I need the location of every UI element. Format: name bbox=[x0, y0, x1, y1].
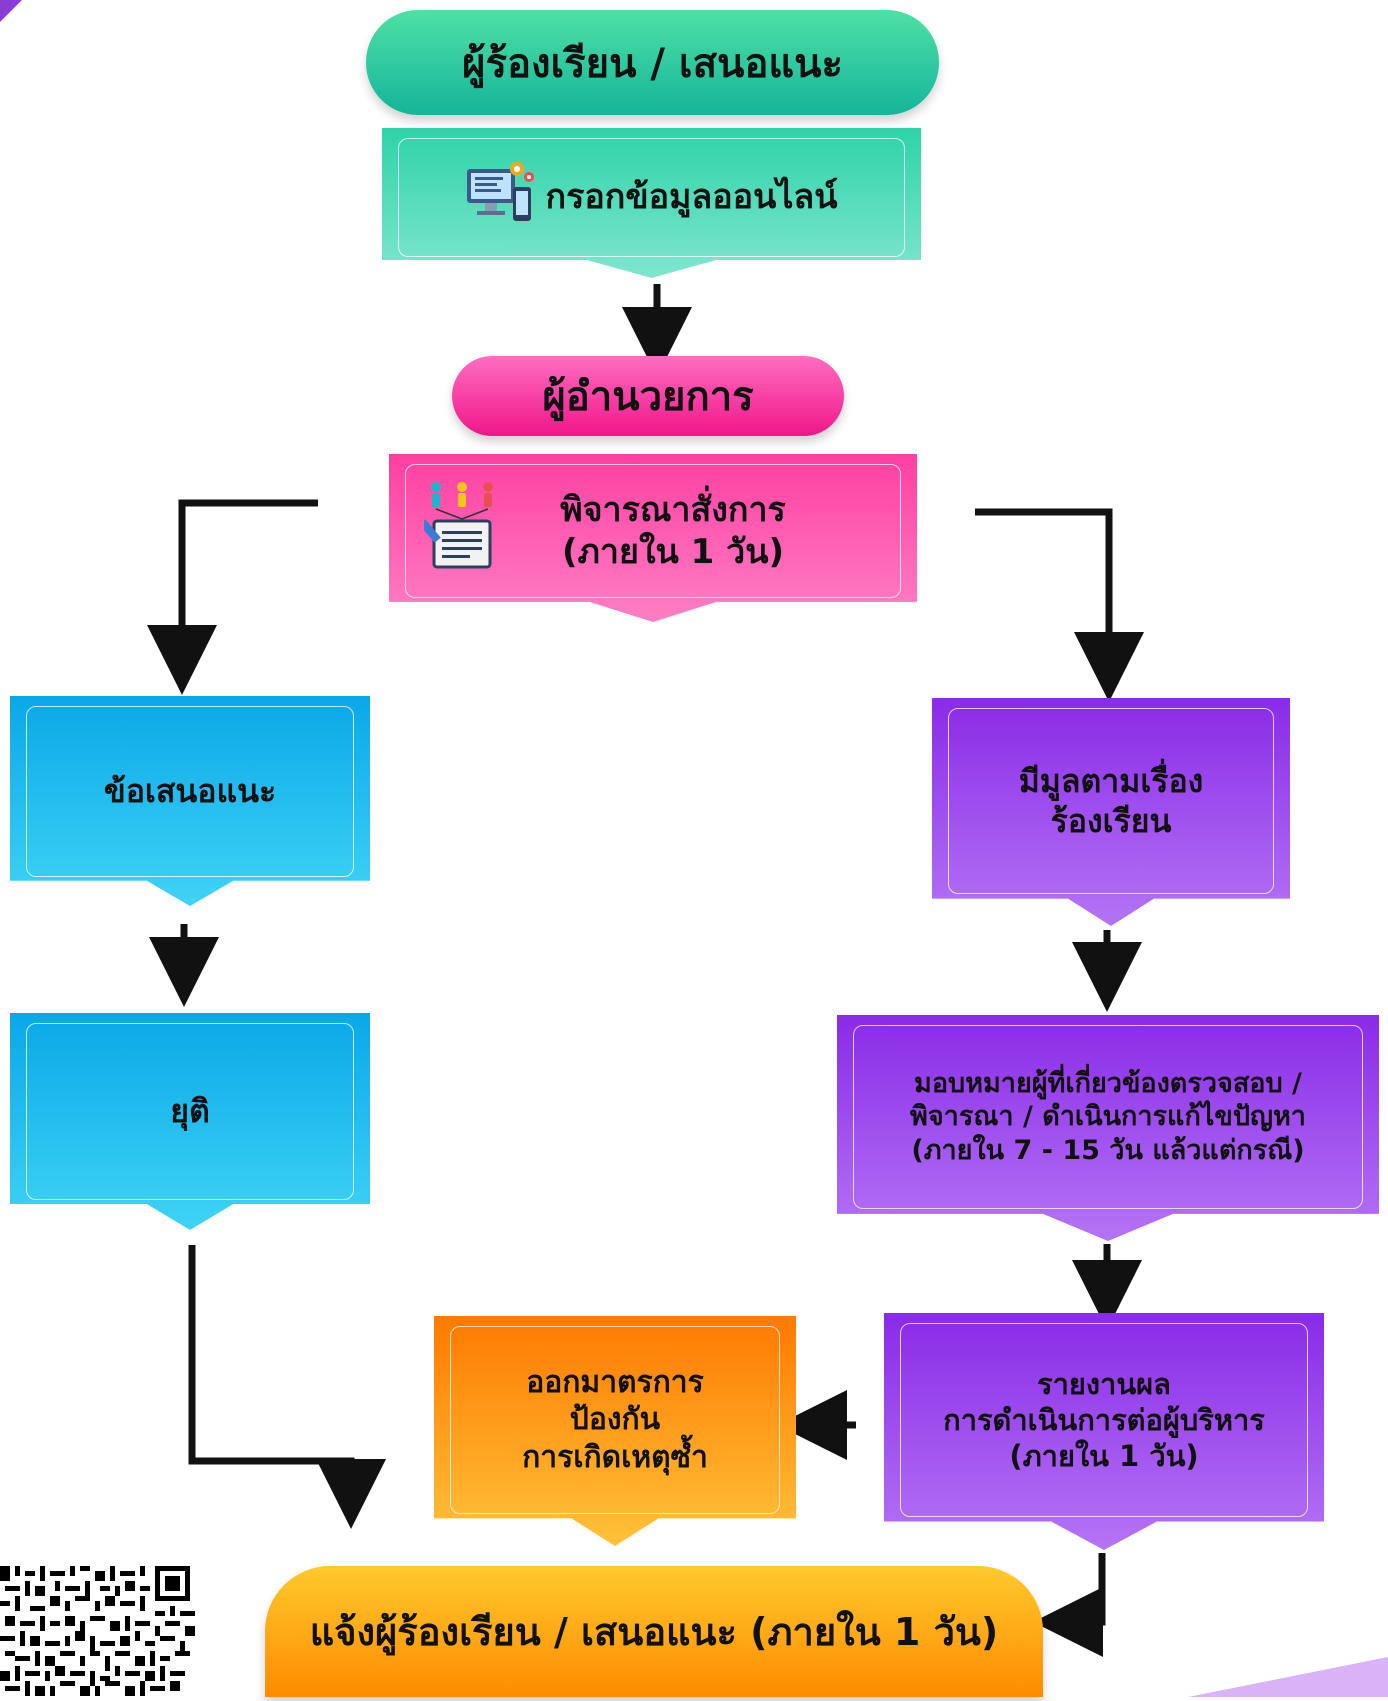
computer-icon bbox=[465, 159, 537, 236]
qr-code bbox=[0, 1565, 200, 1697]
arrow-report-to-notify bbox=[1033, 1553, 1106, 1657]
director-label: ผู้อำนวยการ bbox=[542, 374, 754, 420]
prevent-label-3: การเกิดเหตุซ้ำ bbox=[522, 1439, 708, 1475]
corner-decoration-bottom bbox=[1188, 1657, 1388, 1697]
report-label-1: รายงานผล bbox=[1037, 1366, 1171, 1401]
start-node: ผู้ร้องเรียน / เสนอแนะ bbox=[366, 10, 939, 115]
notify-node: แจ้งผู้ร้องเรียน / เสนอแนะ (ภายใน 1 วัน) bbox=[265, 1566, 1043, 1697]
consider-time: (ภายใน 1 วัน) bbox=[561, 532, 784, 573]
report-box: รายงานผล การดำเนินการต่อผู้บริหาร (ภายใน… bbox=[884, 1313, 1324, 1550]
consider-box: พิจารณาสั่งการ (ภายใน 1 วัน) bbox=[389, 454, 917, 622]
arrow-end-to-notify bbox=[188, 1245, 386, 1529]
assign-label-1: มอบหมายผู้ที่เกี่ยวข้องตรวจสอบ / bbox=[914, 1067, 1302, 1099]
valid-complaint-box: มีมูลตามเรื่อง ร้องเรียน bbox=[932, 698, 1290, 926]
report-label-3: (ภายใน 1 วัน) bbox=[1009, 1439, 1199, 1474]
consider-label: พิจารณาสั่งการ bbox=[560, 489, 786, 530]
arrow-to-valid bbox=[975, 508, 1144, 702]
corner-decoration bbox=[0, 0, 22, 22]
report-label-2: การดำเนินการต่อผู้บริหาร bbox=[943, 1402, 1265, 1437]
notify-label: แจ้งผู้ร้องเรียน / เสนอแนะ (ภายใน 1 วัน) bbox=[309, 1610, 999, 1654]
director-node: ผู้อำนวยการ bbox=[452, 356, 844, 436]
people-document-icon bbox=[419, 479, 502, 590]
assign-label-3: (ภายใน 7 - 15 วัน แล้วแต่กรณี) bbox=[911, 1135, 1305, 1167]
suggestion-label: ข้อเสนอแนะ bbox=[103, 772, 277, 811]
valid-label-1: มีมูลตามเรื่อง bbox=[1018, 762, 1204, 801]
start-label: ผู้ร้องเรียน / เสนอแนะ bbox=[462, 40, 843, 87]
end-box: ยุติ bbox=[10, 1013, 370, 1230]
valid-label-2: ร้องเรียน bbox=[1050, 802, 1172, 841]
online-label: กรอกข้อมูลออนไลน์ bbox=[545, 177, 838, 218]
assign-label-2: พิจารณา / ดำเนินการแก้ไขปัญหา bbox=[910, 1101, 1306, 1133]
suggestion-box: ข้อเสนอแนะ bbox=[10, 696, 370, 906]
end-label: ยุติ bbox=[170, 1092, 210, 1131]
arrow-to-suggestion bbox=[147, 499, 318, 695]
assign-box: มอบหมายผู้ที่เกี่ยวข้องตรวจสอบ / พิจารณา… bbox=[837, 1015, 1379, 1241]
online-form-box: กรอกข้อมูลออนไลน์ bbox=[382, 128, 921, 278]
prevent-label-1: ออกมาตรการ bbox=[526, 1364, 704, 1400]
prevention-box: ออกมาตรการ ป้องกัน การเกิดเหตุซ้ำ bbox=[434, 1316, 796, 1546]
prevent-label-2: ป้องกัน bbox=[569, 1402, 661, 1438]
